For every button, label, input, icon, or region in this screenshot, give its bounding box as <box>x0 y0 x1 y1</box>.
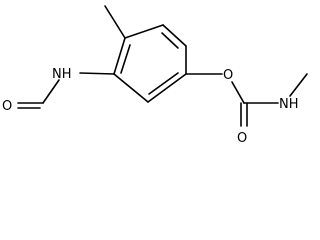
ring-bond-top-right <box>162 24 187 47</box>
ring-to-nh-bond <box>79 72 115 75</box>
carbamate-nh-label: NH <box>279 97 299 112</box>
carbonyl-o-label: O <box>237 131 247 146</box>
molecule-structure: NH O O O NH <box>2 5 308 146</box>
ring-bond-left <box>113 37 126 75</box>
nh-methyl-bond <box>289 73 308 97</box>
ester-o-to-carbonyl-bond <box>231 81 245 104</box>
ring-bond-bottom-right <box>147 73 187 103</box>
ring-double-bottom <box>148 72 179 95</box>
ring-bond-bottom-left <box>113 73 149 103</box>
methyl-bond <box>104 5 126 39</box>
ring-double-top-right <box>161 32 179 49</box>
ester-o-label: O <box>223 68 233 83</box>
ring-double-left <box>120 44 131 74</box>
formyl-o-label: O <box>2 99 12 114</box>
ring-bond-top-left <box>124 24 164 39</box>
aniline-nh-label: NH <box>52 67 72 82</box>
nh-to-formyl-bond <box>42 79 60 104</box>
